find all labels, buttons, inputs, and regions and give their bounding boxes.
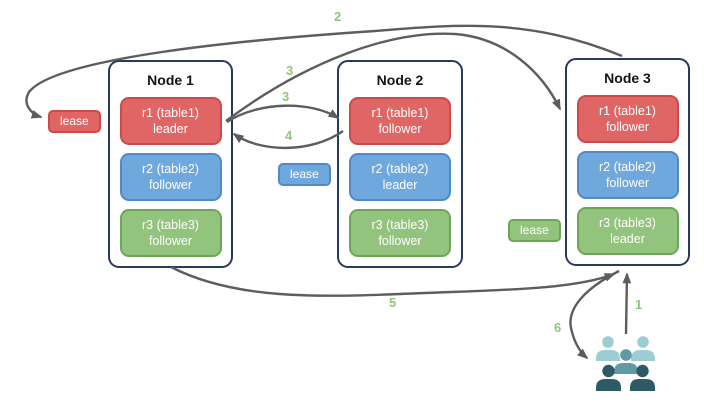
replica-role: follower <box>378 122 422 136</box>
replica-role: leader <box>153 122 188 136</box>
arrow-step-3-to-node2 <box>226 104 340 124</box>
replica-role: leader <box>382 178 418 192</box>
users-group-icon <box>596 336 655 391</box>
node-1: Node 1 r1 (table1) leader r2 (table2) fo… <box>108 60 233 268</box>
node-2: Node 2 r1 (table1) follower r2 (table2) … <box>337 60 463 268</box>
node-3-title: Node 3 <box>604 70 651 86</box>
replica-role: follower <box>378 234 422 248</box>
replica-role: follower <box>148 178 193 192</box>
node-1-replica-r3: r3 (table3) follower <box>119 209 222 257</box>
replica-role: leader <box>610 232 645 246</box>
step-label-6: 6 <box>554 320 562 335</box>
node-3: Node 3 r1 (table1) follower r2 (table2) … <box>565 58 690 266</box>
person-icon <box>614 349 638 374</box>
replica-role: follower <box>148 234 193 248</box>
lease-badge-table3: lease <box>508 219 561 242</box>
replica-name: r1 (table1) <box>599 104 656 118</box>
replica-name: r3 (table3) <box>371 218 429 232</box>
replica-name: r3 (table3) <box>599 216 656 230</box>
person-icon <box>596 364 621 391</box>
node-2-replica-r1: r1 (table1) follower <box>349 97 451 145</box>
replica-role: follower <box>605 176 650 190</box>
step-label-2: 2 <box>334 9 342 24</box>
replica-name: r3 (table3) <box>142 218 199 232</box>
step-label-3a: 3 <box>286 63 294 78</box>
lease-badge-table1: lease <box>48 110 101 133</box>
node-2-title: Node 2 <box>376 72 424 88</box>
node-1-replica-r2: r2 (table2) follower <box>119 153 222 201</box>
replica-name: r2 (table2) <box>371 162 429 176</box>
step-label-1: 1 <box>635 297 643 312</box>
arrow-step-1 <box>622 272 632 335</box>
replica-name: r1 (table1) <box>142 106 199 120</box>
person-icon <box>596 336 620 361</box>
step-label-4: 4 <box>285 128 293 143</box>
arrow-step-5 <box>170 265 616 297</box>
person-icon <box>630 364 655 391</box>
node-3-replica-r3: r3 (table3) leader <box>576 207 679 255</box>
replica-name: r1 (table1) <box>371 106 429 120</box>
node-1-title: Node 1 <box>147 72 194 88</box>
lease-badge-table2: lease <box>278 163 331 186</box>
node-2-replica-r2: r2 (table2) leader <box>349 153 451 201</box>
person-icon <box>631 336 655 361</box>
replica-role: follower <box>605 120 650 134</box>
step-label-3b: 3 <box>282 89 290 104</box>
replica-name: r2 (table2) <box>142 162 199 176</box>
node-2-replica-r3: r3 (table3) follower <box>349 209 451 257</box>
node-1-replica-r1: r1 (table1) leader <box>119 97 222 145</box>
node-3-replica-r2: r2 (table2) follower <box>576 151 679 199</box>
node-3-replica-r1: r1 (table1) follower <box>576 95 679 143</box>
replica-name: r2 (table2) <box>599 160 656 174</box>
step-label-5: 5 <box>389 295 397 310</box>
